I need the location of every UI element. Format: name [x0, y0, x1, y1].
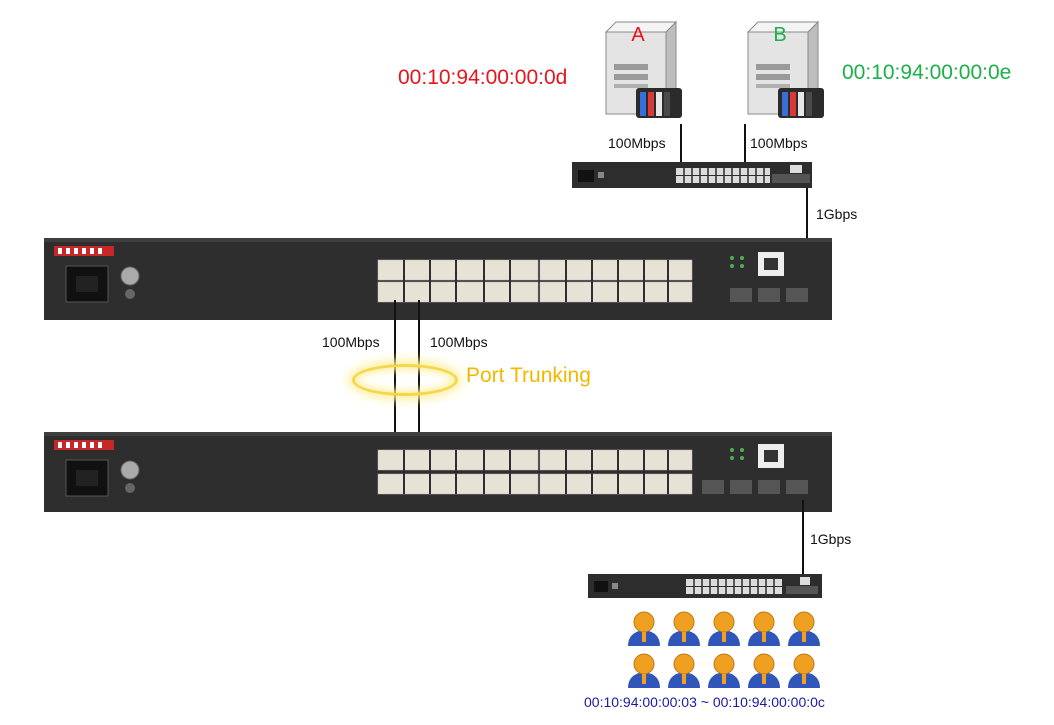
- top-switch-icon: [572, 162, 812, 188]
- bottom-uplink-speed: 1Gbps: [810, 531, 852, 547]
- server-a-mac: 00:10:94:00:00:0d: [398, 66, 568, 89]
- server-b-icon: [746, 20, 824, 118]
- top-uplink-speed: 1Gbps: [816, 206, 858, 222]
- bottom-switch-icon: [588, 574, 822, 598]
- server-b-link-speed: 100Mbps: [750, 135, 808, 151]
- core-switch-2-icon: [44, 432, 832, 512]
- server-b-mac: 00:10:94:00:00:0e: [842, 61, 1012, 84]
- port-trunking-ring: [352, 364, 458, 396]
- server-b-link: [744, 124, 746, 166]
- server-a: A: [596, 18, 688, 122]
- server-a-icon: [604, 20, 682, 118]
- server-a-link-speed: 100Mbps: [608, 135, 666, 151]
- trunk-right-speed: 100Mbps: [430, 334, 488, 350]
- client-mac-range: 00:10:94:00:00:03 ~ 00:10:94:00:00:0c: [584, 694, 825, 710]
- server-b: B: [738, 18, 830, 122]
- trunk-left-speed: 100Mbps: [322, 334, 380, 350]
- server-a-letter: A: [631, 24, 645, 46]
- core-switch-1-icon: [44, 238, 832, 320]
- client-users: [626, 610, 836, 690]
- bottom-uplink: [802, 500, 804, 578]
- core-switch-2: [44, 432, 832, 512]
- core-switch-1: [44, 238, 832, 320]
- port-trunking-label: Port Trunking: [466, 364, 591, 387]
- top-access-switch: [572, 162, 812, 188]
- user-icons: [627, 611, 821, 689]
- server-b-letter: B: [773, 24, 787, 46]
- server-a-link: [680, 124, 682, 166]
- bottom-access-switch: [588, 574, 822, 598]
